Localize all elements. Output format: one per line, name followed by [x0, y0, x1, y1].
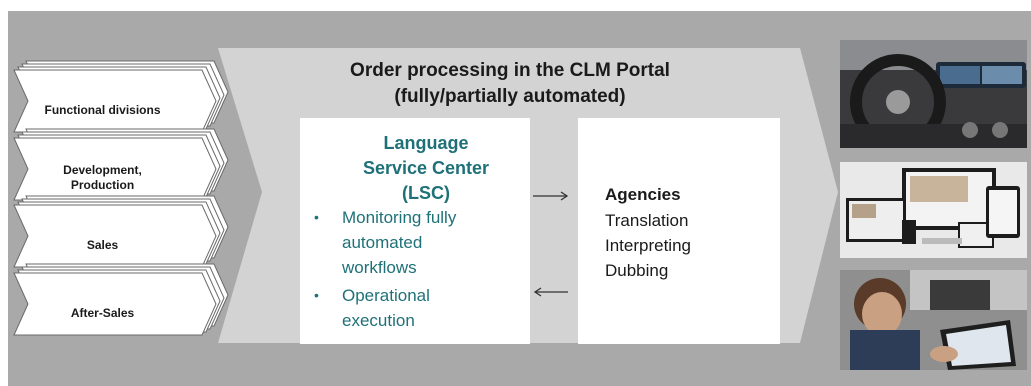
car-interior-photo	[840, 40, 1027, 148]
lsc-title-line3: (LSC)	[402, 183, 450, 203]
lsc-panel: Language Service Center (LSC) • Monitori…	[300, 118, 530, 344]
lsc-bullet-line: automated	[342, 233, 423, 252]
source-after-sales: After-Sales	[70, 305, 135, 320]
source-sales: Sales	[86, 237, 119, 252]
agency-service: Interpreting	[605, 236, 691, 255]
lsc-bullet-line: Monitoring fully	[342, 208, 457, 227]
lsc-bullet-operational: • Operational execution	[310, 283, 456, 333]
lsc-bullet-line: workflows	[342, 258, 417, 277]
agencies-panel: Agencies Translation Interpreting Dubbin…	[578, 118, 780, 344]
agencies-service-list: Translation Interpreting Dubbing	[605, 208, 691, 283]
agency-service: Dubbing	[605, 261, 669, 280]
agency-service: Translation	[605, 211, 689, 230]
portal-title-line1: Order processing in the CLM Portal	[350, 60, 670, 81]
arrow-to-agencies	[533, 191, 569, 201]
lsc-title-line2: Service Center	[362, 158, 490, 178]
bullet-icon: •	[314, 287, 319, 303]
source-development-production: Development, Production	[63, 163, 142, 192]
agencies-title: Agencies	[605, 185, 681, 204]
lsc-bullet-monitoring: • Monitoring fully automated workflows	[310, 205, 456, 280]
source-chevron-after-sales	[13, 272, 217, 336]
lsc-title: Language Service Center (LSC)	[336, 131, 516, 206]
devices-photo	[840, 162, 1027, 258]
lsc-bullet-line: Operational	[342, 286, 430, 305]
lsc-bullet-line: execution	[342, 311, 415, 330]
portal-title-line2: (fully/partially automated)	[394, 86, 626, 107]
tablet-user-photo	[840, 270, 1027, 370]
source-functional-divisions: Functional divisions	[44, 102, 161, 117]
arrow-to-lsc	[533, 287, 568, 297]
lsc-bullet-list: • Monitoring fully automated workflows •…	[310, 205, 456, 336]
portal-title: Order processing in the CLM Portal (full…	[300, 58, 720, 110]
lsc-title-line1: Language	[383, 133, 469, 153]
bullet-icon: •	[314, 209, 319, 225]
